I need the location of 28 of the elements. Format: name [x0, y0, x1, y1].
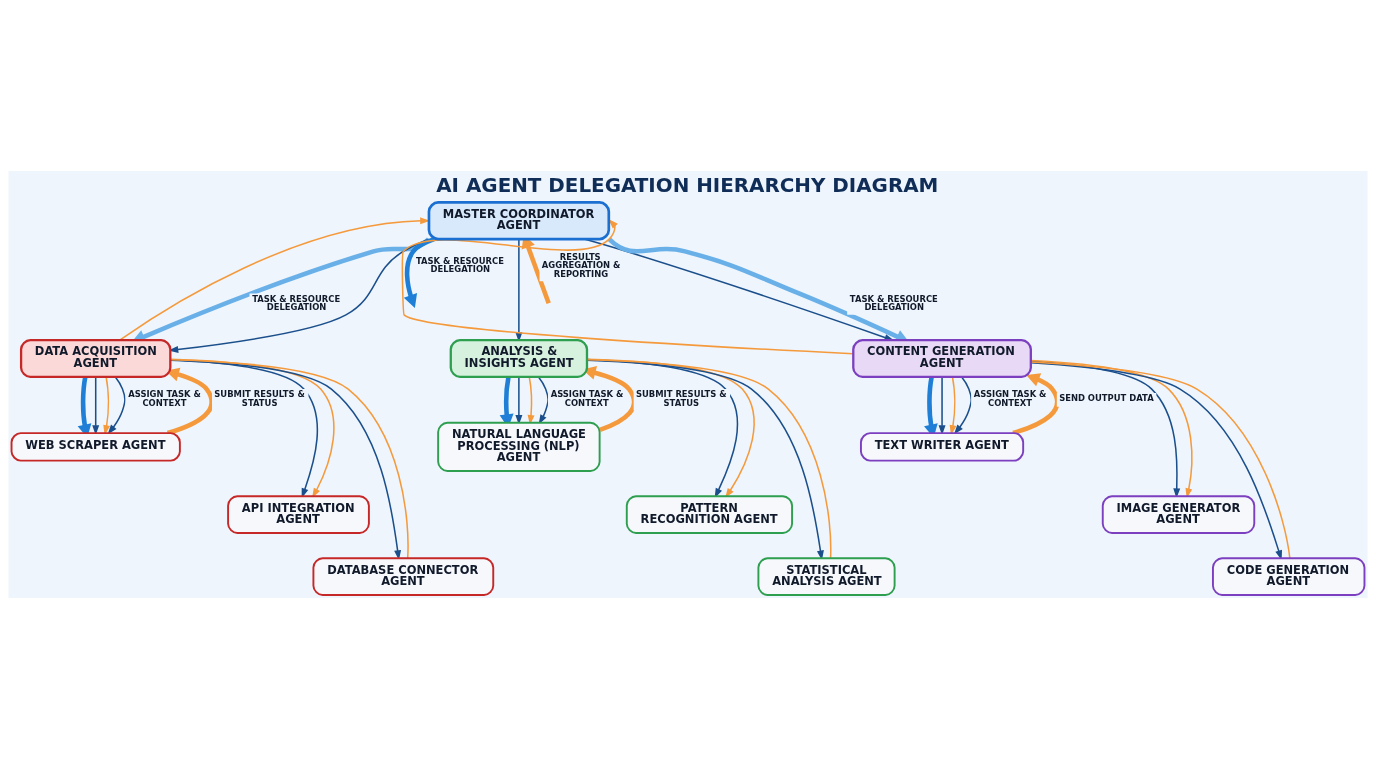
node-box: PATTERN RECOGNITION AGENT — [625, 494, 794, 534]
node-box: MASTER COORDINATOR AGENT — [427, 200, 611, 240]
edge-label: RESULTS AGGREGATION & REPORTING — [541, 251, 621, 279]
node-box: API INTEGRATION AGENT — [227, 494, 370, 534]
node-box: STATISTICAL ANALYSIS AGENT — [757, 556, 896, 596]
edge-label: SEND OUTPUT DATA — [1059, 392, 1154, 403]
edge-label: ASSIGN TASK & CONTEXT — [973, 388, 1047, 408]
node-box: IMAGE GENERATOR AGENT — [1101, 494, 1256, 534]
arrow — [403, 236, 435, 308]
edge-label: SUBMIT RESULTS & STATUS — [635, 388, 727, 408]
node-box: TEXT WRITER AGENT — [860, 431, 1025, 462]
node-box: NATURAL LANGUAGE PROCESSING (NLP) AGENT — [437, 421, 601, 472]
edge-label: TASK & RESOURCE DELEGATION — [415, 255, 504, 274]
node-box: ANALYSIS & INSIGHTS AGENT — [449, 338, 589, 378]
diagram-title: AI AGENT DELEGATION HIERARCHY DIAGRAM — [436, 173, 939, 197]
edge-label: ASSIGN TASK & CONTEXT — [550, 388, 624, 408]
node-box: CODE GENERATION AGENT — [1212, 556, 1366, 596]
arrow — [168, 237, 430, 353]
edge-label: ASSIGN TASK & CONTEXT — [128, 388, 201, 408]
node-box: DATA ACQUISITION AGENT — [19, 338, 172, 378]
node-box: DATABASE CONNECTOR AGENT — [312, 556, 495, 596]
edge-label: TASK & RESOURCE DELEGATION — [252, 293, 341, 312]
arrow — [401, 218, 854, 354]
node-box: CONTENT GENERATION AGENT — [852, 338, 1032, 378]
edge-label: SUBMIT RESULTS & STATUS — [214, 388, 305, 408]
edge-label: TASK & RESOURCE DELEGATION — [849, 293, 938, 312]
arrow — [1012, 372, 1060, 435]
node-box: WEB SCRAPER AGENT — [10, 431, 181, 462]
